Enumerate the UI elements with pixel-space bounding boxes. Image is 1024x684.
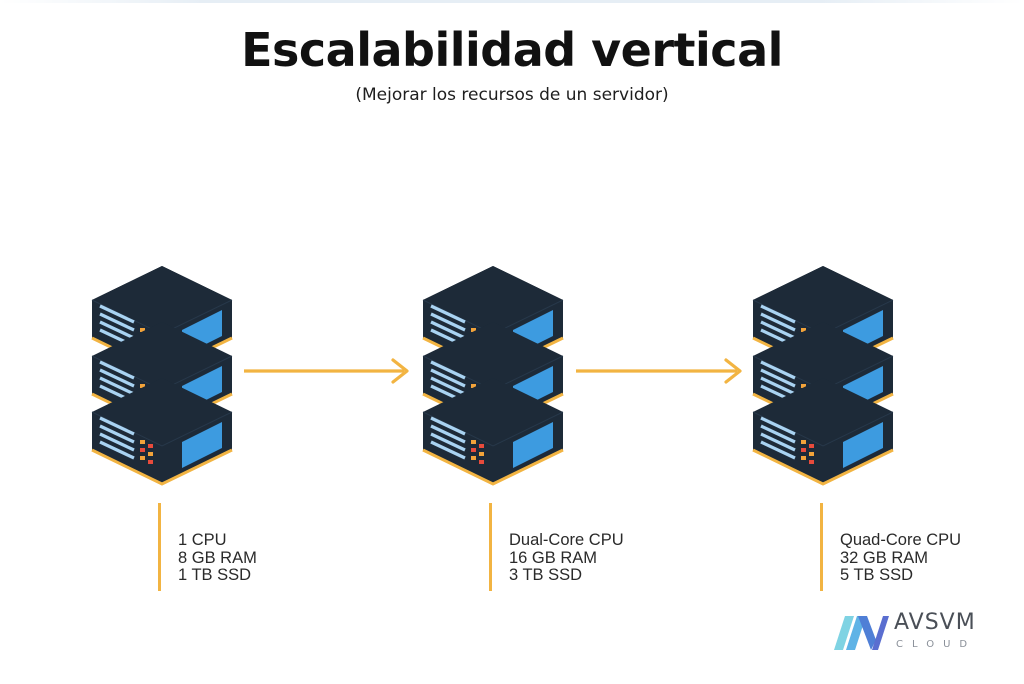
spec-storage-2: 3 TB SSD [509, 566, 583, 584]
brand-logo: AVSVM CLOUD [832, 608, 992, 658]
spec-divider-2 [489, 503, 492, 591]
spec-cpu-1: 1 CPU [178, 531, 227, 549]
spec-divider-3 [820, 503, 823, 591]
spec-storage-3: 5 TB SSD [840, 566, 914, 584]
logo-name: AVSVM [894, 610, 976, 635]
arrow-right-icon [576, 358, 742, 384]
spec-cpu-2: Dual-Core CPU [509, 531, 624, 549]
server-1-icon [90, 264, 234, 486]
spec-list-3: Quad-Core CPU 32 GB RAM 5 TB SSD [840, 531, 962, 585]
page-title: Escalabilidad vertical [241, 23, 783, 77]
spec-list-1: 1 CPU 8 GB RAM 1 TB SSD [178, 531, 257, 585]
avsvm-logo-icon [834, 616, 889, 650]
server-2-icon [421, 264, 565, 486]
spec-divider-1 [158, 503, 161, 591]
spec-storage-1: 1 TB SSD [178, 566, 252, 584]
logo-tagline: CLOUD [896, 639, 977, 650]
spec-ram-2: 16 GB RAM [509, 548, 598, 567]
page-subtitle: (Mejorar los recursos de un servidor) [355, 85, 669, 105]
spec-ram-1: 8 GB RAM [178, 548, 257, 567]
server-3-icon [751, 264, 895, 486]
arrow-right-icon [244, 358, 409, 384]
spec-list-2: Dual-Core CPU 16 GB RAM 3 TB SSD [509, 531, 624, 585]
spec-ram-3: 32 GB RAM [840, 548, 929, 567]
spec-cpu-3: Quad-Core CPU [840, 531, 962, 549]
top-strip [0, 0, 1024, 3]
